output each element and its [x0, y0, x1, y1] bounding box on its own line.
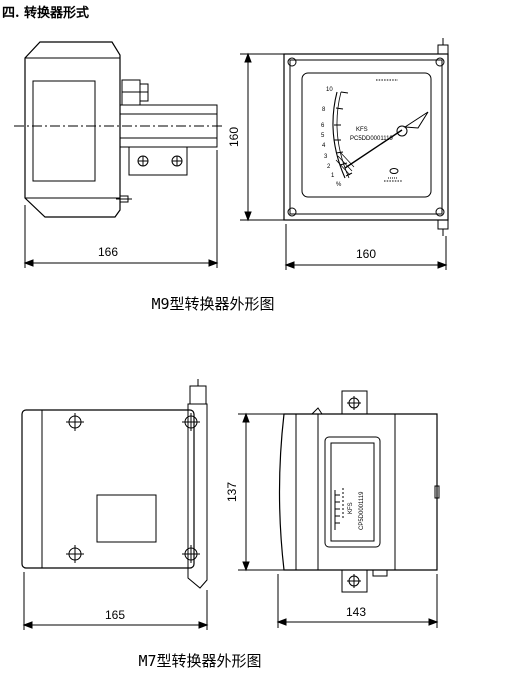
m9-scale-label: 1	[331, 173, 335, 179]
m7-serial-number: CP5D0001119	[359, 491, 365, 530]
m9-scale-label: 4	[322, 143, 326, 149]
m9-scale-label: 8	[322, 107, 326, 113]
m9-side-view	[14, 41, 225, 268]
m9-caption: M9型转换器外形图	[151, 295, 274, 313]
m7-side-width-dimension: 165	[105, 608, 125, 622]
m9-side-width-dimension: 166	[98, 245, 118, 259]
m7-side-view	[21, 379, 209, 630]
m9-scale-unit: %	[336, 182, 342, 188]
m7-front-height-dimension: 137	[225, 482, 239, 502]
m7-brand-mark: KFS	[348, 502, 354, 514]
m9-front-width-dimension: 160	[356, 247, 376, 261]
m7-front-view	[238, 390, 440, 628]
m7-caption: M7型转换器外形图	[138, 652, 261, 670]
m7-front-width-dimension: 143	[346, 605, 366, 619]
m9-serial-number: PC5DD0001119	[350, 136, 393, 142]
m9-front-view	[240, 38, 449, 270]
m9-brand-mark: KFS	[356, 127, 368, 133]
m9-scale-label: 2	[327, 164, 331, 170]
m9-scale-label: 6	[321, 123, 325, 129]
m9-scale-label: 3	[324, 154, 328, 160]
m9-scale-label: 5	[321, 133, 325, 139]
page-heading: 四. 转换器形式	[2, 6, 90, 21]
m9-front-height-dimension: 160	[227, 127, 241, 147]
m9-scale-label: 10	[326, 87, 333, 93]
